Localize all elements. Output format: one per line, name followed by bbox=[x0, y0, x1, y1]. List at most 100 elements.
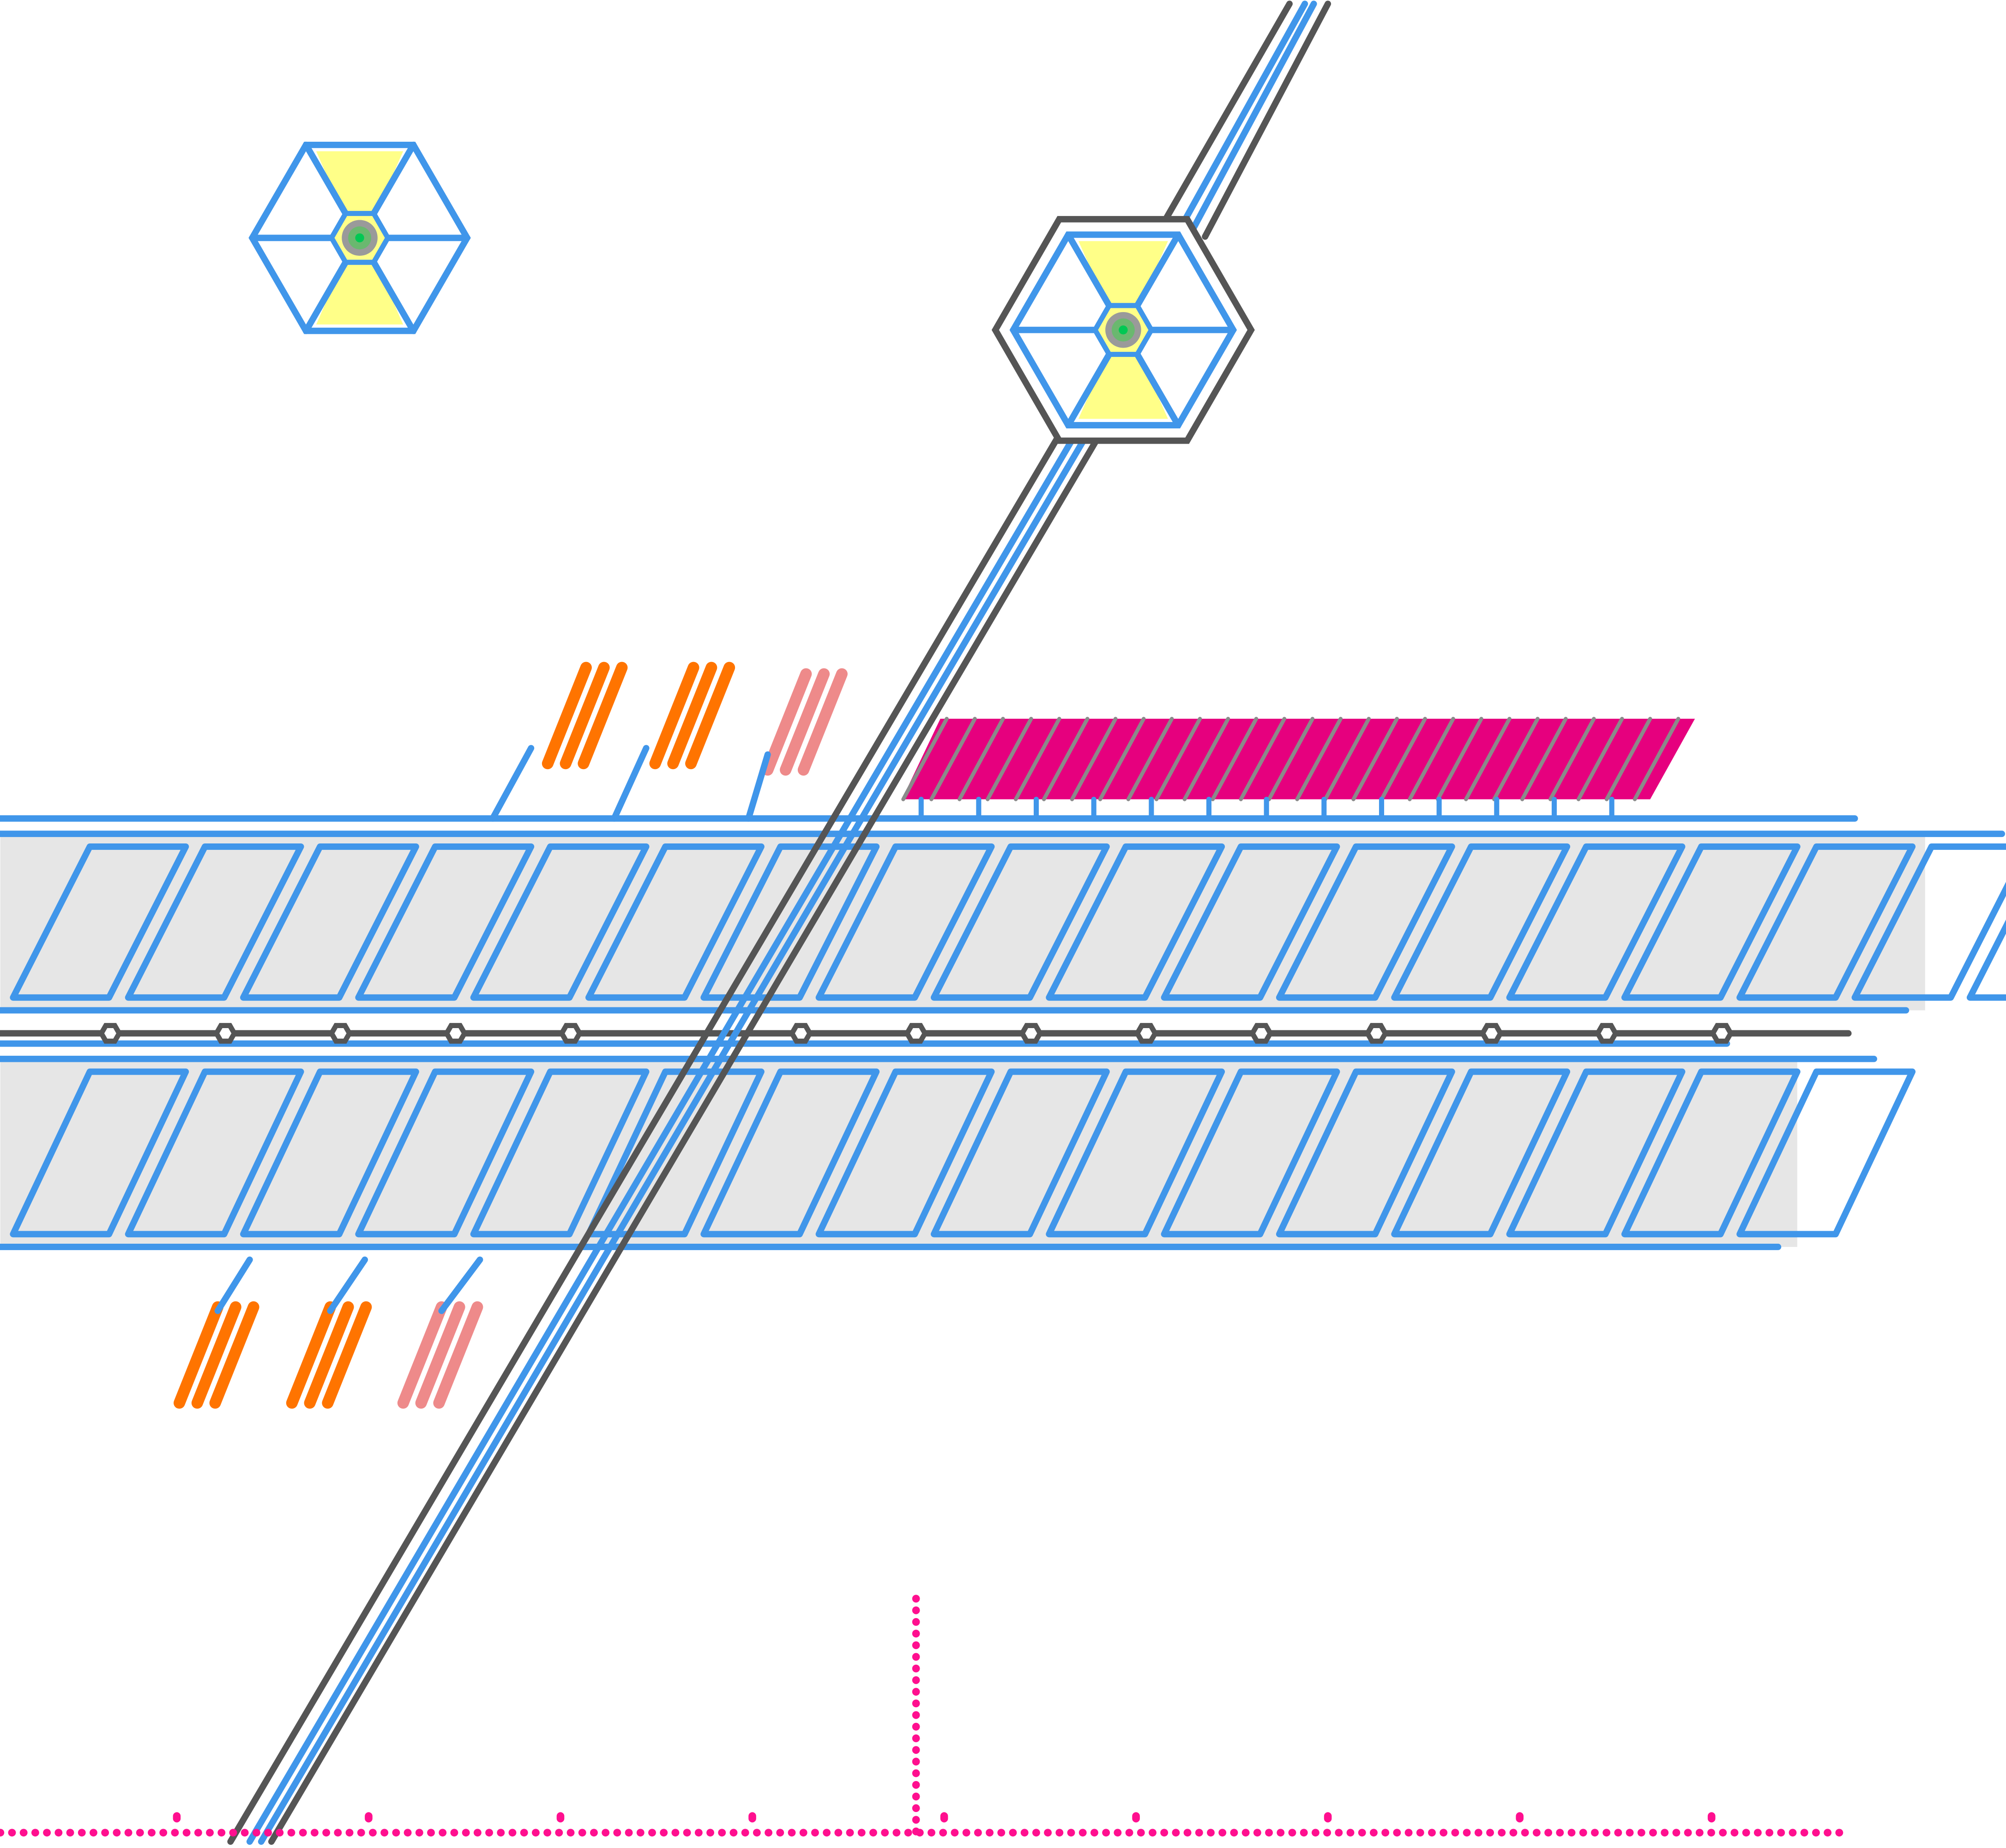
rail-node[interactable] bbox=[1134, 1023, 1158, 1044]
rail-node[interactable] bbox=[1019, 1023, 1043, 1044]
orange-module[interactable] bbox=[542, 662, 628, 770]
upper-diagonal-track bbox=[1187, 0, 1317, 236]
upper-belt-loop[interactable] bbox=[1736, 843, 1916, 1001]
module-connector bbox=[214, 1256, 253, 1314]
orange-module[interactable] bbox=[286, 1301, 372, 1409]
magenta-block-divider bbox=[1604, 716, 1652, 801]
magenta-block-divider bbox=[1042, 716, 1090, 801]
lower-belt-loop[interactable] bbox=[930, 1068, 1110, 1238]
lower-diagonal-track bbox=[227, 431, 1063, 1845]
magenta-block-divider bbox=[1520, 716, 1568, 801]
magenta-block-divider bbox=[1492, 716, 1540, 801]
magenta-block-divider bbox=[1548, 716, 1596, 801]
pink-module-stripe bbox=[433, 1301, 483, 1409]
rail-node[interactable] bbox=[213, 1023, 237, 1044]
lower-diagonal-track bbox=[268, 439, 1098, 1845]
module-connector bbox=[745, 751, 771, 822]
rail-node[interactable] bbox=[1595, 1023, 1619, 1044]
rail-node[interactable] bbox=[904, 1023, 928, 1044]
magenta-block-divider bbox=[1126, 716, 1174, 801]
upper-belt-loop[interactable] bbox=[1621, 843, 1801, 1001]
magenta-block-divider bbox=[929, 716, 977, 801]
pink-module-stripe bbox=[415, 1301, 465, 1409]
lower-belt-loop[interactable] bbox=[10, 1068, 189, 1238]
upper-belt-loop[interactable] bbox=[240, 843, 419, 1001]
lower-belt-loop[interactable] bbox=[125, 1068, 304, 1238]
orange-module-stripe bbox=[667, 662, 717, 770]
rail-node[interactable] bbox=[98, 1023, 122, 1044]
lower-belt-loop[interactable] bbox=[355, 1068, 535, 1238]
magenta-block-divider bbox=[1211, 716, 1259, 801]
orange-module[interactable] bbox=[649, 662, 735, 770]
upper-belt-loop[interactable] bbox=[1966, 847, 2006, 1001]
upper-belt-loop[interactable] bbox=[1506, 843, 1686, 1001]
lower-belt-loop[interactable] bbox=[700, 1068, 880, 1238]
rail-node[interactable] bbox=[1249, 1023, 1273, 1044]
magenta-block-divider bbox=[1267, 716, 1315, 801]
upper-belt-loop[interactable] bbox=[1851, 843, 2006, 1001]
upper-belt-loop[interactable] bbox=[815, 843, 995, 1001]
pink-module-stripe bbox=[780, 668, 830, 776]
rail-node[interactable] bbox=[789, 1023, 813, 1044]
upper-belt-loop[interactable] bbox=[355, 843, 535, 1001]
lower-belt-loop[interactable] bbox=[240, 1068, 419, 1238]
magenta-block-divider bbox=[1098, 716, 1146, 801]
pink-module-stripe bbox=[762, 668, 812, 776]
module-connector bbox=[489, 745, 535, 822]
lower-belt-loop[interactable] bbox=[1161, 1068, 1340, 1238]
rail-node[interactable] bbox=[1364, 1023, 1389, 1044]
magenta-block-divider bbox=[1182, 716, 1230, 801]
magenta-block-divider bbox=[1154, 716, 1202, 801]
upper-belt-loop[interactable] bbox=[585, 843, 765, 1001]
upper-belt-loop[interactable] bbox=[1046, 843, 1225, 1001]
upper-belt-loop[interactable] bbox=[125, 843, 304, 1001]
lower-belt-loop[interactable] bbox=[470, 1068, 650, 1238]
rail-node[interactable] bbox=[559, 1023, 583, 1044]
upper-belt-loop[interactable] bbox=[10, 843, 189, 1001]
pink-module[interactable] bbox=[397, 1301, 483, 1409]
orange-module-stripe bbox=[649, 662, 699, 770]
orange-module-stripe bbox=[322, 1301, 372, 1409]
magenta-block-divider bbox=[1070, 716, 1118, 801]
magenta-block-divider bbox=[1295, 716, 1343, 801]
lower-belt-loop[interactable] bbox=[1391, 1068, 1571, 1238]
orange-module-stripe bbox=[542, 662, 592, 770]
marker-layer bbox=[0, 1595, 1852, 1837]
upper-belt-loop[interactable] bbox=[1161, 843, 1340, 1001]
rail-node[interactable] bbox=[328, 1023, 353, 1044]
upper-belt-loop[interactable] bbox=[930, 843, 1110, 1001]
upper-belt-loop[interactable] bbox=[470, 843, 650, 1001]
orange-module-stripe bbox=[209, 1301, 259, 1409]
orange-module-stripe bbox=[685, 662, 735, 770]
rail-node[interactable] bbox=[444, 1023, 468, 1044]
lower-belt-loop[interactable] bbox=[1046, 1068, 1225, 1238]
lower-belt-loop[interactable] bbox=[1506, 1068, 1686, 1238]
module-connector bbox=[611, 745, 650, 822]
magenta-block-divider bbox=[1014, 716, 1061, 801]
orange-module-stripe bbox=[578, 662, 628, 770]
rail-node[interactable] bbox=[1710, 1023, 1734, 1044]
rail-node[interactable] bbox=[1479, 1023, 1504, 1044]
hub-right-core-center bbox=[1119, 325, 1128, 335]
magenta-block-divider bbox=[1576, 716, 1624, 801]
orange-module[interactable] bbox=[173, 1301, 259, 1409]
magenta-block-divider bbox=[1380, 716, 1427, 801]
lower-belt-loop[interactable] bbox=[1621, 1068, 1801, 1238]
lower-belt-loop[interactable] bbox=[815, 1068, 995, 1238]
lower-belt-loop[interactable] bbox=[585, 1068, 765, 1238]
upper-diagonal-track bbox=[1179, 0, 1308, 229]
module-connector bbox=[327, 1256, 368, 1314]
lower-belt-loop[interactable] bbox=[1736, 1068, 1916, 1238]
upper-belt-loop[interactable] bbox=[1276, 843, 1455, 1001]
pink-module[interactable] bbox=[762, 668, 848, 776]
lower-belt-loop[interactable] bbox=[1276, 1068, 1455, 1238]
lower-diagonal-track bbox=[246, 437, 1076, 1845]
hub-left-core-center bbox=[355, 233, 364, 242]
module-layer bbox=[173, 662, 1695, 1409]
pink-module-stripe bbox=[397, 1301, 447, 1409]
upper-belt-loop[interactable] bbox=[1391, 843, 1571, 1001]
upper-belt-floor bbox=[0, 834, 1925, 1011]
orange-module-stripe bbox=[304, 1301, 354, 1409]
orange-module-stripe bbox=[286, 1301, 336, 1409]
